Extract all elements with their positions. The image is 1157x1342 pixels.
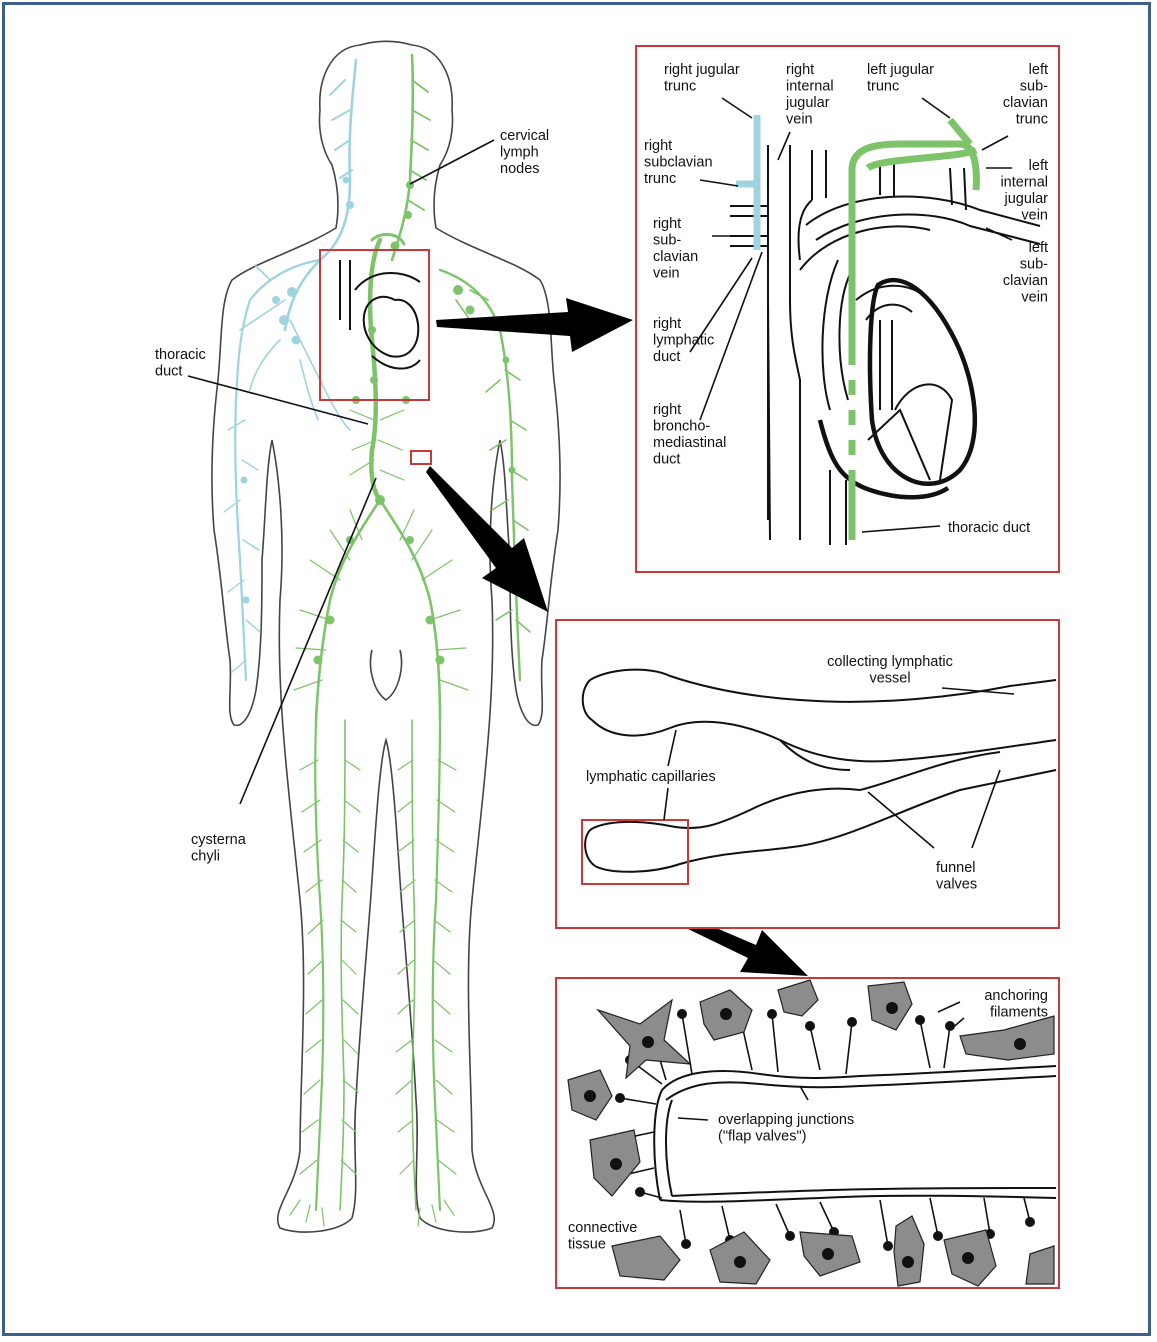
label-left-subclavian-vein-line: left bbox=[1029, 240, 1048, 256]
label-right-lymphatic-duct-line: duct bbox=[653, 349, 680, 365]
groin-outline bbox=[371, 650, 402, 700]
label-right-bronchomediastinal-duct-line: right bbox=[653, 402, 681, 418]
label-overlapping-junctions-line: ("flap valves") bbox=[718, 1129, 806, 1145]
tissue-inset-box bbox=[411, 451, 431, 464]
label-right-subclavian-trunc-line: trunc bbox=[644, 171, 676, 187]
label-left-subclavian-vein-line: vein bbox=[1021, 290, 1048, 306]
body-pointers bbox=[188, 140, 494, 804]
label-left-subclavian-trunc-line: clavian bbox=[1003, 95, 1048, 111]
body-outline bbox=[212, 41, 560, 1232]
label-funnel-valves-line: funnel bbox=[936, 860, 976, 876]
body-figure bbox=[212, 41, 560, 1232]
label-cervical-lymph-nodes-line: nodes bbox=[500, 161, 540, 177]
label-funnel-valves-line: valves bbox=[936, 877, 977, 893]
label-thoracic-duct-line: thoracic bbox=[155, 347, 206, 363]
label-right-lymphatic-duct-line: right bbox=[653, 316, 681, 332]
label-right-subclavian-vein-line: vein bbox=[653, 266, 680, 282]
label-right-subclavian-vein-line: clavian bbox=[653, 249, 698, 265]
arrow-to-chest-panel bbox=[436, 298, 633, 352]
label-right-subclavian-vein-line: sub- bbox=[653, 233, 681, 249]
label-right-internal-jugular-vein-line: right bbox=[786, 62, 814, 78]
label-connective-tissue-line: tissue bbox=[568, 1237, 606, 1253]
tissue-detail-panel bbox=[556, 978, 1059, 1288]
label-left-internal-jugular-vein-line: vein bbox=[1021, 208, 1048, 224]
arrow-to-capillary-panel bbox=[426, 466, 548, 612]
label-right-internal-jugular-vein-line: internal bbox=[786, 79, 834, 95]
label-cervical-lymph-nodes-line: cervical bbox=[500, 128, 549, 144]
left-lymphatics bbox=[290, 55, 530, 1226]
label-anchoring-filaments-line: anchoring bbox=[984, 988, 1048, 1004]
label-cysterna-chyli-line: cysterna bbox=[191, 832, 247, 848]
label-cysterna-chyli-line: chyli bbox=[191, 849, 220, 865]
label-left-subclavian-vein-line: clavian bbox=[1003, 273, 1048, 289]
label-left-subclavian-vein-line: sub- bbox=[1020, 257, 1048, 273]
label-lymphatic-capillaries-line: lymphatic capillaries bbox=[586, 769, 716, 785]
label-left-subclavian-trunc-line: sub- bbox=[1020, 79, 1048, 95]
label-right-subclavian-trunc-line: right bbox=[644, 138, 672, 154]
label-right-jugular-trunc-line: right jugular bbox=[664, 62, 740, 78]
right-lymphatics bbox=[224, 60, 356, 680]
label-left-subclavian-trunc-line: left bbox=[1029, 62, 1048, 78]
label-right-bronchomediastinal-duct-line: broncho- bbox=[653, 419, 710, 435]
label-right-internal-jugular-vein-line: jugular bbox=[785, 95, 830, 111]
label-overlapping-junctions-line: overlapping junctions bbox=[718, 1112, 854, 1128]
label-right-lymphatic-duct-line: lymphatic bbox=[653, 333, 714, 349]
label-left-internal-jugular-vein-line: left bbox=[1029, 158, 1048, 174]
label-thoracic-duct-detail: thoracic duct bbox=[948, 520, 1030, 536]
label-left-jugular-trunc-line: left jugular bbox=[867, 62, 934, 78]
small-heart bbox=[340, 260, 420, 369]
label-right-bronchomediastinal-duct-line: mediastinal bbox=[653, 435, 726, 451]
label-left-subclavian-trunc-line: trunc bbox=[1016, 112, 1048, 128]
label-collecting-lymphatic-vessel-line: vessel bbox=[869, 671, 910, 687]
label-right-subclavian-vein-line: right bbox=[653, 216, 681, 232]
label-left-jugular-trunc-line: trunc bbox=[867, 79, 899, 95]
label-cervical-lymph-nodes-line: lymph bbox=[500, 145, 539, 161]
label-right-jugular-trunc-line: trunc bbox=[664, 79, 696, 95]
label-right-internal-jugular-vein-line: vein bbox=[786, 112, 813, 128]
label-right-bronchomediastinal-duct-line: duct bbox=[653, 452, 680, 468]
label-anchoring-filaments-line: filaments bbox=[990, 1005, 1048, 1021]
label-connective-tissue-line: connective bbox=[568, 1220, 637, 1236]
label-lymphatic-capillaries: lymphatic capillaries bbox=[586, 769, 716, 785]
label-thoracic-duct-detail-line: thoracic duct bbox=[948, 520, 1030, 536]
chest-detail-panel bbox=[636, 46, 1059, 572]
label-thoracic-duct-line: duct bbox=[155, 364, 182, 380]
label-right-subclavian-trunc-line: subclavian bbox=[644, 155, 713, 171]
label-left-internal-jugular-vein-line: internal bbox=[1000, 175, 1048, 191]
label-left-internal-jugular-vein-line: jugular bbox=[1003, 191, 1048, 207]
label-collecting-lymphatic-vessel-line: collecting lymphatic bbox=[827, 654, 953, 670]
